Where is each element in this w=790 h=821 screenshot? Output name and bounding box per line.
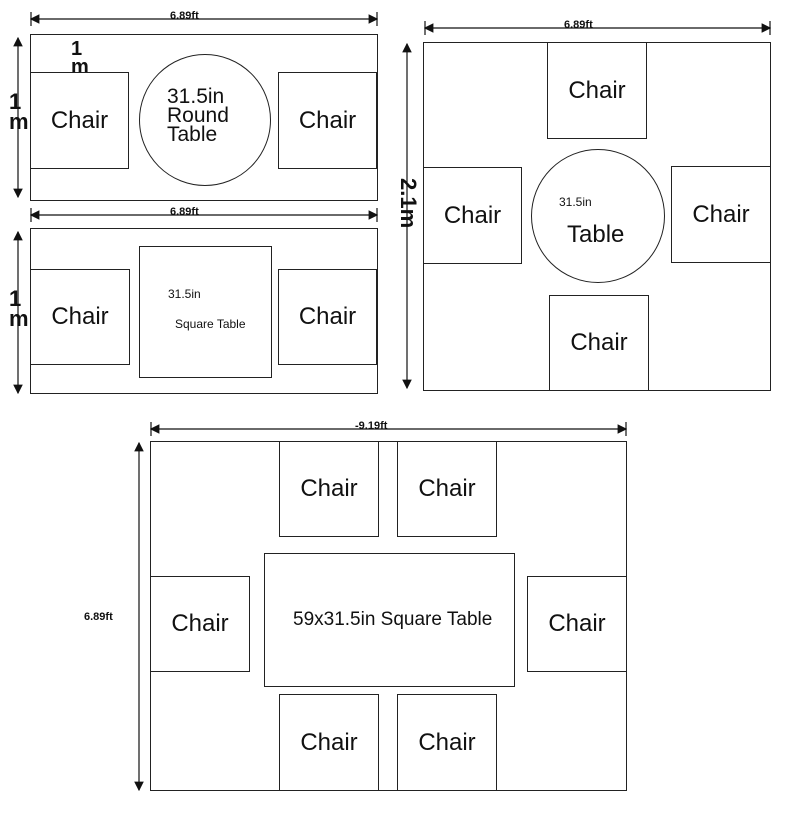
rectangular-table — [264, 553, 515, 687]
inner-dimension-label: 1 m — [71, 38, 89, 78]
table-size-label: 31.5in — [559, 195, 592, 209]
height-dimension-label: 1 m — [9, 286, 29, 331]
height-dimension-label: 2.1m — [396, 178, 421, 229]
square-table — [139, 246, 272, 378]
chair-bottom-right: Chair — [397, 694, 497, 791]
chair-top-right: Chair — [397, 441, 497, 537]
chair-top-left: Chair — [279, 441, 379, 537]
chair-left: Chair — [150, 576, 250, 672]
chair-right: Chair — [527, 576, 627, 672]
round-table — [139, 54, 271, 186]
width-dimension-label: 6.89ft — [564, 19, 593, 31]
chair-right: Chair — [278, 72, 377, 169]
chair-left: Chair — [30, 72, 129, 169]
width-dimension-label: 6.89ft — [170, 10, 199, 22]
table-name-label: Table — [167, 123, 218, 146]
chair-left: Chair — [30, 269, 130, 365]
table-name-label: Square Table — [175, 317, 246, 331]
round-table — [531, 149, 665, 283]
table-label: 31.5in Round Table — [167, 85, 229, 146]
width-dimension-label: -9.19ft — [355, 420, 388, 432]
table-size-label: 31.5in — [167, 85, 225, 108]
chair-bottom: Chair — [549, 295, 649, 391]
height-dimension-label: 1 m — [9, 89, 29, 134]
chair-left: Chair — [423, 167, 522, 264]
chair-top: Chair — [547, 42, 647, 139]
width-dimension-label: 6.89ft — [170, 206, 199, 218]
height-dimension-label: 6.89ft — [84, 611, 113, 623]
chair-bottom-left: Chair — [279, 694, 379, 791]
table-size-label: 31.5in — [168, 287, 201, 301]
table-label: 59x31.5in Square Table — [293, 609, 493, 630]
chair-right: Chair — [278, 269, 377, 365]
chair-right: Chair — [671, 166, 771, 263]
table-type-label: Round — [167, 104, 229, 127]
table-name-label: Table — [567, 221, 625, 248]
